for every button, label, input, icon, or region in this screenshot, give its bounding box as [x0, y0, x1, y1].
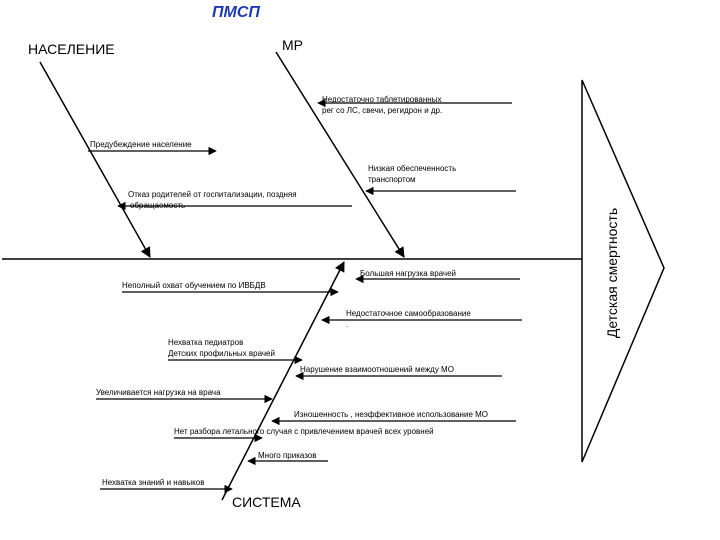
cause-pediatricians-line1: Нехватка педиатров: [168, 338, 244, 347]
cause-refusal-line2: обращаемость: [130, 201, 186, 210]
cause-transport-line2: транспортом: [368, 175, 416, 184]
diagram-title: ПМСП: [212, 4, 260, 21]
cause-refusal-line1: Отказ родителей от госпитализации, поздн…: [128, 190, 297, 199]
cause-tablets-line2: рег со ЛС, свечи, регидрон и др.: [322, 106, 443, 115]
cause-doctor-load: Большая нагрузка врачей: [360, 269, 456, 278]
bone-system: [221, 261, 345, 501]
cause-pediatricians-line2: Детских профильных врачей: [168, 349, 275, 358]
cause-many-orders: Много приказов: [258, 451, 317, 460]
cause-skills-shortage: Нехватка знаний и навыков: [102, 478, 205, 487]
bone-population: [39, 61, 151, 258]
cause-warning-population: Предубеждение население: [90, 140, 192, 149]
cause-self-education-line2: .: [346, 320, 349, 329]
cause-relations: Нарушение взаимоотношений между МО: [300, 365, 454, 374]
cause-no-analysis: Нет разбора летального случая с привлече…: [174, 427, 434, 436]
cause-self-education-line1: Недостаточное самообразование: [346, 309, 471, 318]
cause-wear: Изношенность , неэффективное использован…: [294, 410, 489, 419]
effect-head: [581, 79, 665, 463]
category-population: НАСЕЛЕНИЕ: [28, 41, 115, 57]
bone-mr: [275, 51, 405, 258]
cause-training-coverage: Неполный охват обучением по ИВБДВ: [122, 281, 266, 290]
cause-workload-increase: Увеличивается нагрузка на врача: [96, 388, 221, 397]
category-system: СИСТЕМА: [232, 494, 301, 510]
cause-transport-line1: Низкая обеспеченность: [368, 164, 457, 173]
category-mr: МР: [282, 37, 303, 53]
effect-label: Детская смертность: [604, 207, 620, 339]
cause-tablets-line1: Недостаточно таблетированных: [322, 95, 442, 104]
